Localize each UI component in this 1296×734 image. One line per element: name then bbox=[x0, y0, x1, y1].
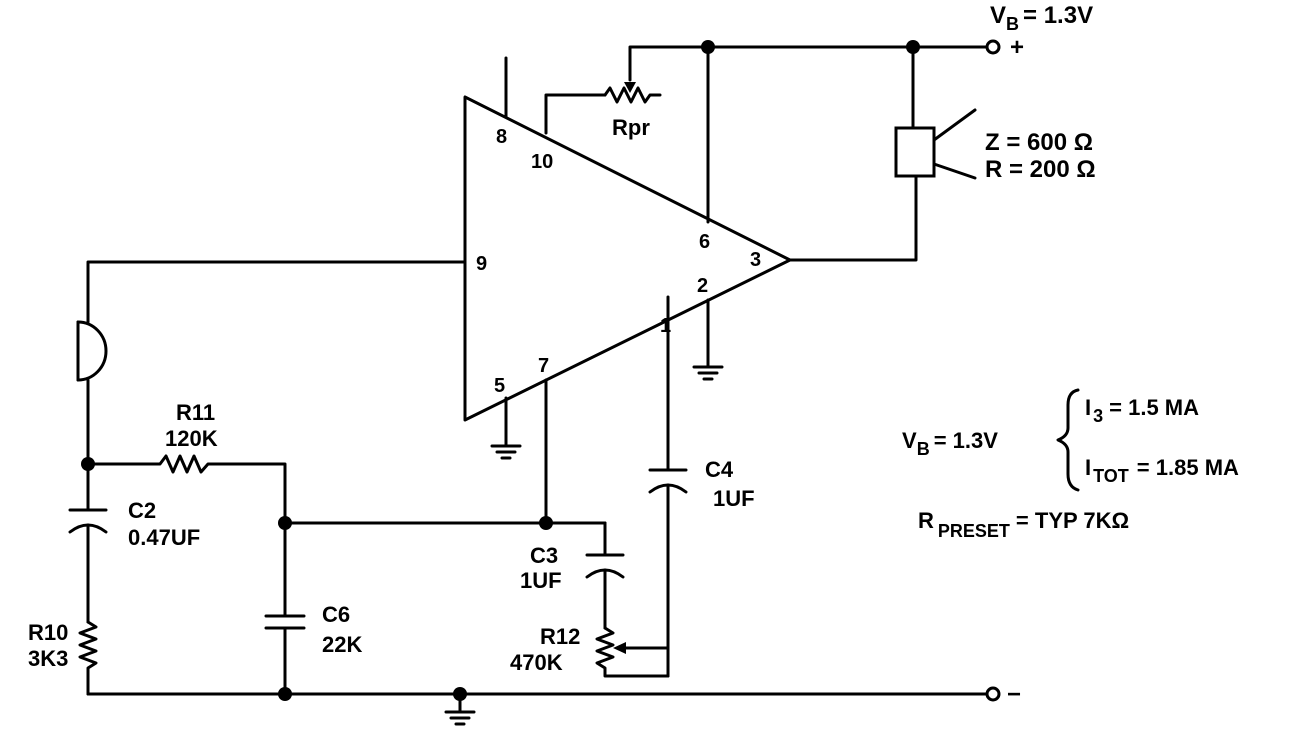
r11-resistor bbox=[86, 454, 287, 512]
c6-name: C6 bbox=[322, 602, 350, 627]
c2-capacitor bbox=[68, 508, 108, 624]
c4-value: 1UF bbox=[713, 486, 755, 511]
plus-sign: + bbox=[1010, 34, 1024, 61]
receiver-box bbox=[894, 126, 936, 178]
c3-name: C3 bbox=[530, 543, 558, 568]
r11-name: R11 bbox=[176, 400, 215, 425]
negative-supply-rail bbox=[86, 686, 1001, 726]
pin-6-label: 6 bbox=[699, 231, 710, 253]
rpr-preset-resistor bbox=[544, 82, 662, 135]
negative-terminal bbox=[985, 686, 1001, 702]
c6-capacitor bbox=[264, 508, 306, 696]
receiver-impedance: Z = 600 Ω bbox=[985, 129, 1093, 156]
pin-1-label: 1 bbox=[660, 315, 671, 337]
output-receiver bbox=[788, 108, 977, 262]
pin-7-label: 7 bbox=[538, 355, 549, 377]
pin-5-ground bbox=[490, 396, 522, 460]
minus-sign: − bbox=[1007, 681, 1021, 708]
pin-2-ground bbox=[692, 298, 724, 381]
pin-3-label: 3 bbox=[750, 249, 761, 271]
pin-10-label: 10 bbox=[531, 151, 553, 173]
pin-2-label: 2 bbox=[697, 275, 708, 297]
pin-5-label: 5 bbox=[494, 375, 505, 397]
c4-capacitor bbox=[648, 295, 688, 678]
c6-value: 22K bbox=[322, 632, 362, 657]
positive-terminal bbox=[985, 39, 1001, 55]
note-brace bbox=[1056, 388, 1080, 492]
rpr-wiper-arrow bbox=[624, 82, 636, 93]
pin-8-label: 8 bbox=[496, 126, 507, 148]
supply-label: VB= 1.3V bbox=[990, 2, 1093, 34]
rpr-label: Rpr bbox=[612, 115, 650, 140]
r12-value: 470K bbox=[510, 650, 563, 675]
r12-resistor bbox=[595, 626, 670, 678]
c2-name: C2 bbox=[128, 498, 156, 523]
c3-capacitor bbox=[585, 553, 625, 630]
r12-name: R12 bbox=[540, 624, 580, 649]
r12-wiper-arrow bbox=[613, 642, 626, 654]
receiver-resistance: R = 200 Ω bbox=[985, 156, 1096, 183]
r11-value: 120K bbox=[165, 426, 218, 451]
r10-name: R10 bbox=[28, 620, 68, 645]
microphone-input bbox=[76, 260, 467, 512]
positive-supply-rail bbox=[628, 39, 1001, 224]
pin-7-node bbox=[283, 378, 607, 557]
amplifier-triangle bbox=[463, 95, 792, 422]
pin-9-label: 9 bbox=[476, 253, 487, 275]
r10-value: 3K3 bbox=[28, 646, 68, 671]
c2-value: 0.47UF bbox=[128, 525, 200, 550]
c3-value: 1UF bbox=[520, 568, 562, 593]
c4-name: C4 bbox=[705, 457, 734, 482]
r10-resistor bbox=[78, 620, 98, 696]
microphone-icon bbox=[76, 320, 108, 382]
note-vb: VB= 1.3V bbox=[902, 428, 998, 459]
